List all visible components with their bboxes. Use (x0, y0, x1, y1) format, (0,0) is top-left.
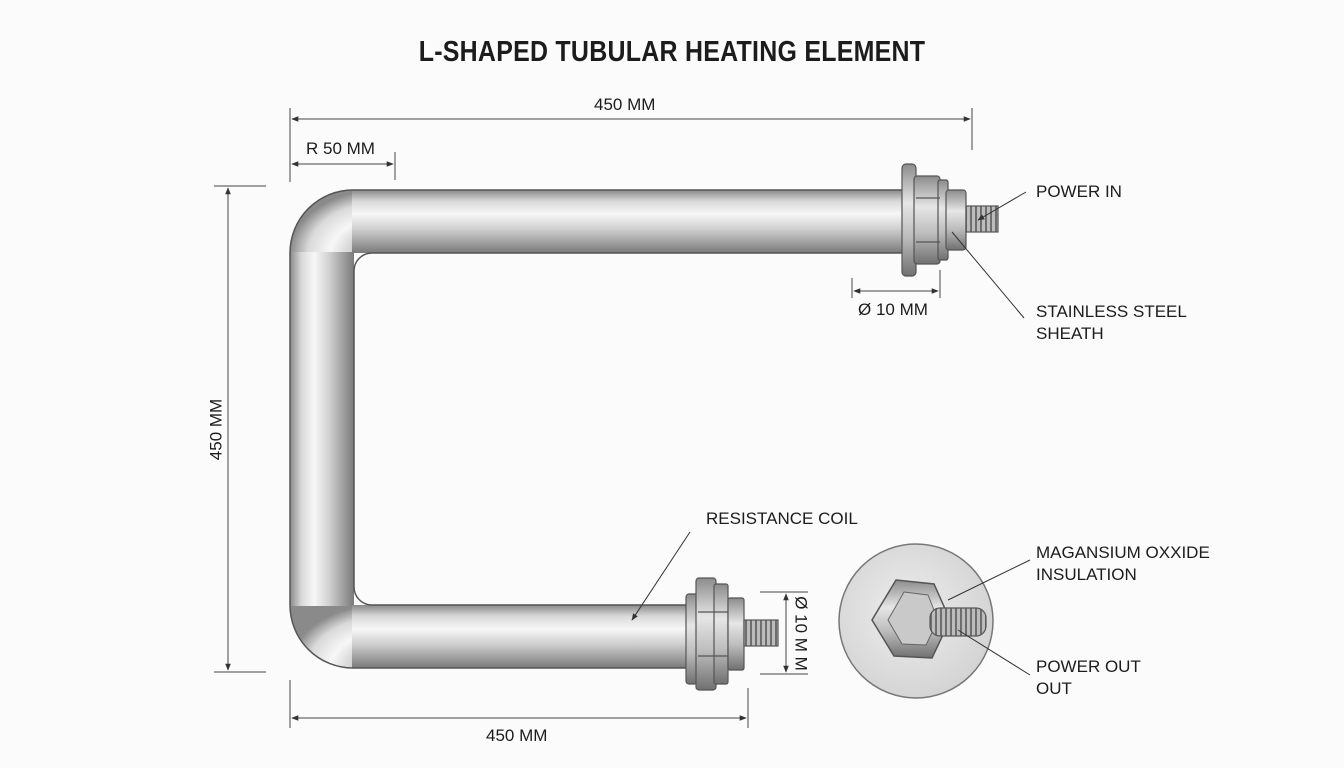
end-view-stud (929, 607, 987, 637)
insulation-label-line2: INSULATION (1036, 565, 1137, 584)
top-nut-large (913, 175, 941, 265)
height-dimension: 450 MM (206, 398, 226, 461)
top-nut-small (945, 189, 967, 251)
bottom-nut-small (727, 597, 745, 671)
bottom-terminal (685, 577, 779, 691)
dimension-lines (214, 108, 973, 728)
resistance-coil-label: RESISTANCE COIL (706, 509, 858, 528)
power-in-label: POWER IN (1036, 182, 1122, 201)
top-threaded-stud (965, 205, 999, 233)
tube-bottom (352, 605, 688, 668)
top-terminal (901, 163, 999, 277)
tubular-element (289, 189, 908, 669)
bend-radius-dimension: R 50 MM (306, 139, 375, 158)
power-out-label-line2: OUT (1036, 679, 1072, 698)
bottom-threaded-stud (743, 619, 779, 647)
top-diameter-dimension: Ø 10 MM (858, 300, 928, 319)
end-view-detail (838, 543, 994, 699)
sheath-label-line2: SHEATH (1036, 324, 1104, 343)
power-out-label-line1: POWER OUT (1036, 657, 1141, 676)
tube-top (352, 190, 908, 253)
top-width-dimension: 450 MM (594, 95, 656, 114)
insulation-label-line1: MAGANSIUM OXXIDE (1036, 543, 1210, 562)
leader-lines (631, 191, 1031, 676)
diagram-title: L-SHAPED TUBULAR HEATING ELEMENT (418, 36, 926, 68)
bottom-width-dimension: 450 MM (486, 726, 548, 745)
bottom-diameter-dimension: Ø 10 M M (791, 596, 811, 671)
sheath-label-line1: STAINLESS STEEL (1036, 302, 1187, 321)
bottom-nut-large (695, 577, 717, 691)
tube-vertical (290, 252, 354, 606)
